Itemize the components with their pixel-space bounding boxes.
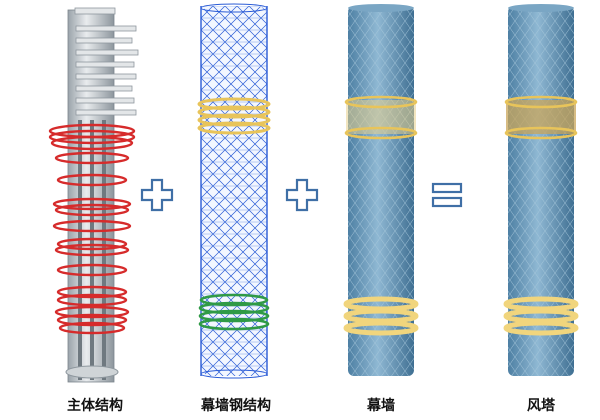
steel-mesh-drawing [197,3,271,379]
plus-icon [285,178,319,212]
label-wind-tower: 风塔 [527,398,555,414]
plus-operator-1 [140,178,174,212]
wind-tower-drawing [503,4,579,376]
wind-tower-figure [500,0,580,390]
label-curtain-wall: 幕墙 [367,398,395,414]
label-main-structure: 主体结构 [67,398,123,414]
equals-operator [431,182,463,208]
plus-operator-2 [285,178,319,212]
curtain-wall-figure [340,0,420,390]
plus-icon [140,178,174,212]
equals-icon [431,182,463,208]
main-structure-figure [40,0,150,390]
label-curtain-steel: 幕墙钢结构 [201,398,271,414]
steel-structure-figure [195,0,275,390]
main-structure-drawing [48,7,139,383]
curtain-wall-drawing [343,4,419,376]
